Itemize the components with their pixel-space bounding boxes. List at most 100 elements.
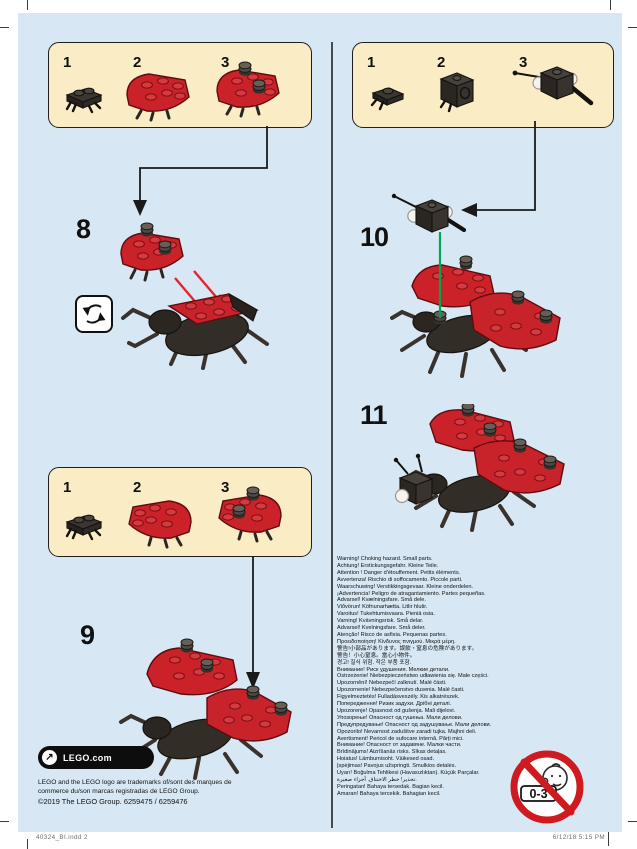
warning-line: Ostrzeżenie! Niebezpieczeństwo udławieni…: [337, 673, 489, 680]
part-number: 2: [437, 54, 446, 71]
left-wing: [429, 404, 515, 452]
head-piece: [393, 453, 434, 505]
assembly-connector-arrow: [246, 556, 260, 689]
warning-line: Attention ! Danger d'étouffement. Petits…: [337, 569, 461, 576]
parts-callout-box-step8: 1 2 3: [48, 42, 312, 128]
warning-line: Brīdinājums! Aizrīšanās risks. Sīkas det…: [337, 749, 447, 756]
legal-line: ©2019 The LEGO Group. 6259475 / 6259476: [38, 797, 188, 807]
red-wing-plate-piece: [126, 73, 190, 122]
head-with-antennae-piece: [512, 66, 594, 106]
warning-line: Warning! Choking hazard. Small parts.: [337, 556, 433, 562]
warning-line: Atenção! Risco de asfixia. Pequenas part…: [337, 631, 447, 638]
crop-mark-right-top: [628, 27, 637, 29]
black-clip-plate-piece: [65, 87, 103, 114]
warning-line: 警告!小部品があります。誤飲・窒息の危険があります。: [337, 645, 478, 652]
warning-line: Упозорење! Опасност од гушења. Мали дело…: [337, 714, 463, 721]
right-wing: [206, 685, 292, 742]
warning-line: 警告！小心窒息。當心小物件。: [337, 652, 416, 659]
warning-line: Hoiatus! Lämbumisoht. Väikesed osad.: [337, 756, 435, 763]
step-10-model-illustration: [390, 193, 561, 378]
lego-com-badge: ↗ LEGO.com: [38, 746, 154, 769]
warning-line: Upozorenje! Opasnost od gušenja. Mali di…: [337, 707, 456, 714]
print-file-name: 40324_BI.indd 2: [36, 834, 88, 841]
step-10-number: 10: [360, 222, 389, 252]
step-8-number: 8: [76, 214, 91, 244]
part-number: 2: [133, 54, 142, 71]
warning-line: Avvertenza! Rischio di soffocamento. Pic…: [337, 576, 463, 583]
print-timestamp: 6/12/18 5:15 PM: [552, 834, 605, 841]
black-clip-plate-piece: [65, 514, 103, 541]
crop-mark-bottom-right: [608, 832, 610, 846]
part-number: 1: [367, 54, 376, 71]
crop-mark-right-bottom: [628, 821, 637, 823]
part-number: 2: [133, 479, 142, 496]
assembly-connector-arrow: [461, 121, 536, 217]
warning-line: ¡Advertencia! Peligro de atragantamiento…: [337, 590, 486, 597]
warning-line: Amaran! Bahaya tercekik. Bahagian kecil.: [337, 790, 441, 797]
warning-line: Varoitus! Tukehtumisvaara. Pieniä osia.: [337, 611, 435, 618]
red-wing-plate-with-gray-studs-piece-mirrored: [218, 486, 282, 543]
step-11-model-illustration: [393, 404, 565, 532]
age-0-3-warning-icon: 0-3: [510, 750, 584, 824]
wing-subassembly: [120, 222, 184, 282]
head-piece: [391, 193, 467, 233]
choking-hazard-warnings: Warning! Choking hazard. Small parts.Ach…: [337, 556, 567, 798]
step-8-model-illustration: [120, 222, 269, 370]
column-divider: [331, 42, 333, 828]
age-range-label: 0-3: [529, 787, 547, 801]
warning-line: Попередження! Ризик задухи. Дрібні детал…: [337, 701, 452, 708]
warning-line: Upozornenie! Nebezpečenstvo dusenia. Mal…: [337, 687, 465, 694]
ladybug-body: [121, 292, 269, 370]
step-11-number: 11: [360, 400, 388, 430]
warning-line: Upozornění! Nebezpečí zalknutí. Malé čás…: [337, 680, 447, 687]
right-wing: [473, 438, 565, 494]
warning-line: Advarsel! Kvælningsfare. Små dele.: [337, 597, 426, 604]
crop-mark-bottom-left: [27, 839, 29, 849]
parts-callout-box-step10: 1 2 3: [352, 42, 614, 128]
ladybug-body: [390, 255, 561, 378]
circular-arrows-icon: [82, 304, 106, 324]
warning-line: Внимание! Риск удушения. Мелкие детали.: [337, 666, 450, 673]
left-wing: [146, 638, 238, 696]
warning-line: Įspėjimas! Pavojus užspringti. Smulkios …: [337, 763, 457, 770]
black-head-brick-piece: [439, 72, 475, 113]
arrow-up-right-icon: ↗: [42, 750, 57, 765]
warning-line: Внимание! Опасност от задавяне. Малки ча…: [337, 742, 462, 749]
crop-mark-top-right: [610, 0, 612, 10]
warning-line: Uyarı! Boğulma Tehlikesi (Havasızlıktan)…: [337, 770, 480, 777]
crop-mark-left-top: [0, 27, 9, 29]
legal-line: LEGO and the LEGO logo are trademarks of…: [38, 779, 232, 786]
warning-line: 경고! 질식 위험. 작은 부품 포함.: [337, 659, 412, 666]
warning-line: Viðvörun! Köfnunarhætta. Litlir hlutir.: [337, 604, 428, 611]
warning-line: Предупредување! Опасност од задушување. …: [337, 721, 492, 728]
warning-line: Προειδοποίηση! Κίνδυνος πνιγμού. Μικρά μ…: [337, 638, 456, 645]
legal-text: LEGO and the LEGO logo are trademarks of…: [38, 779, 323, 807]
crop-mark-left-bottom: [0, 821, 9, 823]
crop-mark-top-left: [27, 0, 29, 10]
warning-line: Opozorilo! Nevarnost zadušitve zaradi tu…: [337, 728, 477, 735]
page-background: [18, 13, 622, 832]
part-number: 3: [221, 54, 230, 71]
rotate-model-icon: [75, 295, 113, 333]
part-number: 1: [63, 479, 72, 496]
assembly-connector-arrow: [133, 126, 268, 216]
red-wing-plate-piece-mirrored: [128, 500, 192, 549]
warning-line: Peringatan! Bahaya tersedak. Bagian keci…: [337, 783, 444, 790]
parts-callout-box-step9: 1 2 3: [48, 467, 312, 557]
red-wing-plate-with-gray-studs-piece: [216, 61, 280, 118]
right-wing: [469, 290, 561, 350]
legal-line: commerce du/son marcas registradas de LE…: [38, 787, 200, 795]
warning-line: Achtung! Erstickungsgefahr. Kleine Teile…: [337, 562, 439, 569]
black-clip-plate-piece: [370, 87, 405, 111]
warning-line: Waarschuwing! Verstikkingsgevaar. Kleine…: [337, 583, 473, 590]
part-number: 3: [519, 54, 528, 71]
warning-line: Avertisment! Pericol de sufocare internă…: [337, 735, 464, 742]
warning-line: تحذير! خطر الاختناق. أجزاء صغيرة.: [337, 777, 417, 783]
step-9-model-illustration: [119, 638, 292, 780]
warning-line: Figyelmeztetés! Fulladásveszély. Kis alk…: [337, 694, 460, 701]
warning-line: Varning! Kvävningsrisk. Små delar.: [337, 618, 424, 625]
part-number: 3: [221, 479, 230, 496]
lego-com-label: LEGO.com: [63, 752, 112, 763]
part-number: 1: [63, 54, 72, 71]
